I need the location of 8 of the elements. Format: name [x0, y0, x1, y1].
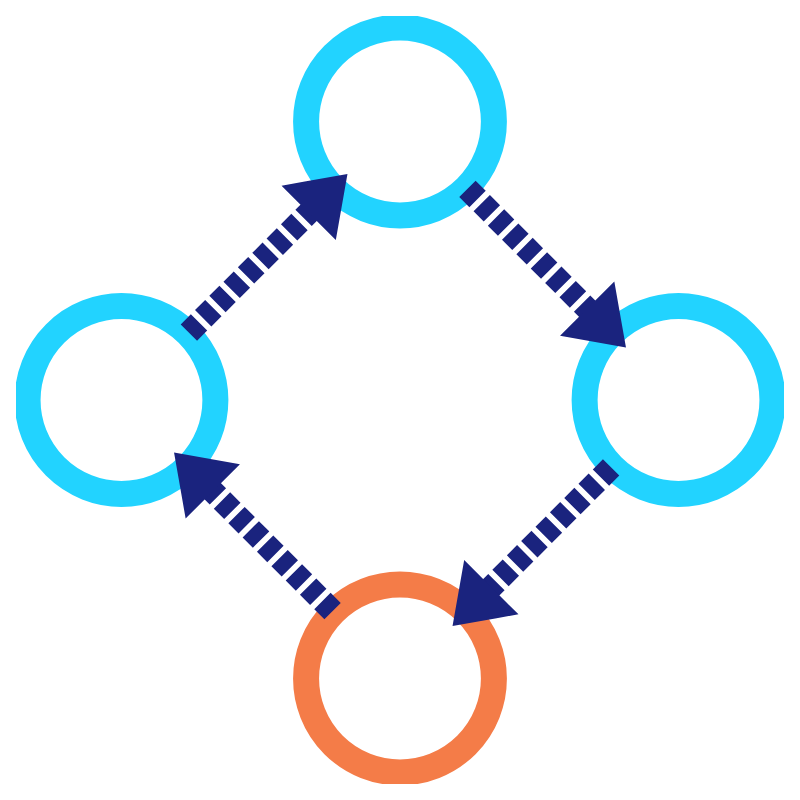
- node-circle: [293, 571, 507, 784]
- arrow: [459, 180, 626, 348]
- arrow: [452, 459, 620, 626]
- node-circle: [16, 293, 229, 507]
- node-circle: [293, 16, 507, 229]
- arrow: [174, 452, 341, 620]
- node-circle: [571, 293, 784, 507]
- arrow: [180, 174, 348, 341]
